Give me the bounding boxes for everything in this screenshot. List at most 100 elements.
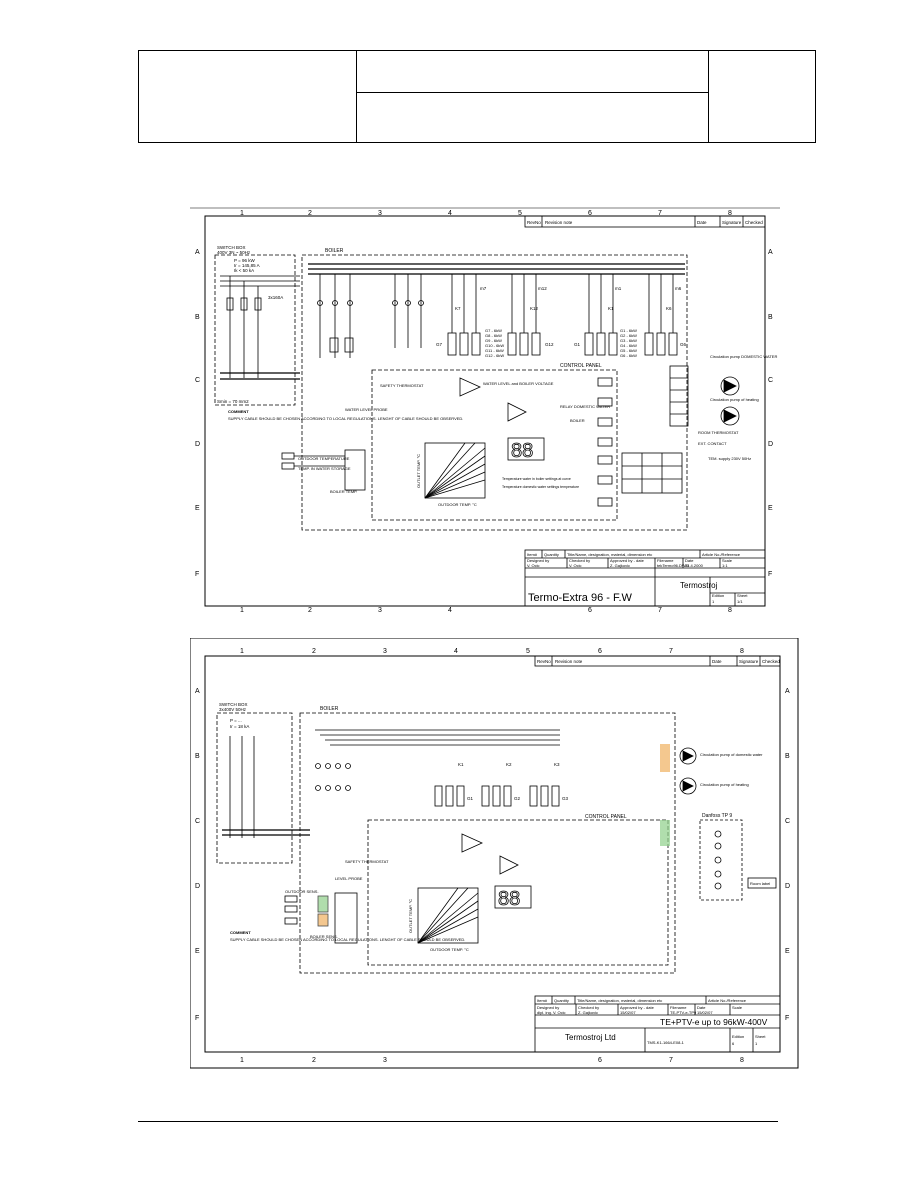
- col-marker: 5: [518, 210, 522, 217]
- contactor-m6: m6: [675, 286, 682, 291]
- tb-article-label: Article No./Reference: [702, 552, 741, 557]
- switch-box-power: P = 96 kW: [234, 258, 256, 263]
- heater-item: G4 - 6kW: [620, 343, 637, 348]
- tb-sheet-label: Sheet: [737, 593, 748, 598]
- tb-sheet-value: 1: [755, 1041, 758, 1046]
- danfoss-box: [699, 819, 743, 901]
- label-pump-heating: Circulation pump of heating: [700, 782, 749, 787]
- heater-item: G8 - 6kW: [485, 333, 502, 338]
- sensor-inputs: [281, 449, 366, 491]
- label-safety-thermostat: SAFETY THERMOSTAT: [345, 859, 389, 864]
- comparator-symbol: [499, 855, 519, 875]
- header-cell-left: [139, 51, 357, 142]
- sheet1-col-markers-bottom: 1 2 3 4 6 7 8: [240, 607, 732, 614]
- sheet1-frame: [204, 215, 766, 607]
- row-marker: A: [195, 688, 200, 695]
- heater-item: G6 - 6kW: [620, 353, 637, 358]
- heater-bank-g1: [434, 785, 465, 807]
- tb-approved-value: 15/02/07: [620, 1010, 636, 1015]
- contactor-label: K2: [506, 762, 512, 767]
- tb-date-value: 15/02/07: [697, 1010, 713, 1015]
- label-water-storage-temp: TEMP. IN WATER STORAGE: [298, 466, 351, 471]
- col-marker: 3: [378, 607, 382, 614]
- tb-company: Termostroj Ltd: [565, 1033, 616, 1042]
- col-marker: 5: [526, 648, 530, 655]
- setting-label-domestic: Temperature domestic water settings temp…: [502, 485, 579, 489]
- rev-no-label: RevNo: [537, 659, 551, 664]
- rev-note-label: Revision note: [545, 220, 573, 225]
- circulation-pump-domestic: [679, 747, 697, 765]
- comparator-symbol: [507, 402, 527, 422]
- heater-item: G3 - 6kW: [620, 338, 637, 343]
- label-room-thermostat: ROOM THERMOSTAT: [698, 430, 739, 435]
- tb-article-label: Article No./Reference: [708, 998, 747, 1003]
- tb-item-label: Item#: [527, 552, 538, 557]
- highlight-green: [660, 820, 670, 846]
- tb-designed-label: Designed by: [537, 1005, 559, 1010]
- heater-item: G12 - 6kW: [485, 353, 504, 358]
- row-marker: E: [768, 505, 773, 512]
- switch-box-fuse: 3x160A: [268, 295, 283, 300]
- tb-designed-value: V. Ocic: [527, 563, 540, 568]
- tb-checked-value: V. Ocic: [569, 563, 582, 568]
- col-marker: 4: [448, 607, 452, 614]
- heater-item: G10 - 6kW: [485, 343, 504, 348]
- contactor-k6: K6: [666, 306, 672, 311]
- switch-box-current: Ir = 145,85 A: [234, 263, 260, 268]
- breaker-group-left: [317, 274, 354, 358]
- tb-date-value: 24.4.2000: [685, 563, 704, 568]
- label-water-level: WATER LEVEL and BOILER VOLTAGE: [483, 381, 554, 386]
- switch-box: [216, 712, 293, 864]
- sheet1-revision-header: RevNo Revision note Date Signature Check…: [524, 215, 766, 228]
- col-marker: 7: [669, 648, 673, 655]
- row-marker: E: [195, 948, 200, 955]
- heating-curve-graph: [417, 887, 479, 944]
- amplifier-symbol: [461, 833, 483, 853]
- col-marker: 7: [658, 210, 662, 217]
- switch-box-wiring: [222, 736, 310, 838]
- rev-signature-label: Signature: [722, 220, 742, 225]
- col-marker: 2: [308, 607, 312, 614]
- tb-designed-label: Designed by: [527, 558, 549, 563]
- tb-quantity-label: Quantity: [544, 552, 559, 557]
- contactor-m1: m1: [615, 286, 622, 291]
- label-tem-supply: TEM. supply 230V 50Hz: [708, 456, 751, 461]
- contactor-m7: m7: [480, 286, 487, 291]
- busbars: [308, 263, 685, 275]
- sheet2-title-block: [534, 995, 781, 1053]
- control-panel-label: CONTROL PANEL: [560, 363, 602, 369]
- tb-drawing-title: TE+PTV-e up to 96kW-400V: [660, 1017, 768, 1027]
- row-marker: E: [195, 505, 200, 512]
- room-label-box: [747, 877, 777, 889]
- graph-axis-labels: OUTDOOR TEMP. °C OUTLET TEMP. °C: [416, 454, 477, 507]
- graph-y-axis-label: OUTLET TEMP. °C: [408, 899, 413, 933]
- header-cell-divider: [356, 92, 708, 93]
- rev-checked-label: Checked: [762, 659, 780, 664]
- relay-blocks: [597, 377, 613, 507]
- tb-date-label: Date: [697, 1005, 706, 1010]
- tb-edition-value: 1: [712, 599, 715, 604]
- switch-box-current: Ir = 18 kA: [230, 724, 249, 729]
- row-marker: C: [768, 377, 773, 384]
- row-marker: D: [195, 883, 200, 890]
- setting-labels: Temperature water in boiler settings at …: [502, 477, 579, 489]
- col-marker: 6: [598, 1057, 602, 1064]
- heater-list-right: G1 - 6kW G2 - 6kW G3 - 6kW G4 - 6kW G5 -…: [620, 328, 637, 358]
- col-marker: 7: [669, 1057, 673, 1064]
- switch-box-title: SWITCH BOX: [217, 245, 246, 250]
- terminal-block: [669, 365, 689, 427]
- label-boiler-sens: BOILER SENS.: [310, 934, 338, 939]
- heater-bank-g3: [529, 785, 560, 807]
- tb-edition-label: Edition: [732, 1034, 744, 1039]
- tb-item-label: Item#: [537, 998, 548, 1003]
- relay-output-grid: [621, 452, 683, 494]
- page-footer-rule: [138, 1121, 778, 1122]
- row-marker: A: [785, 688, 790, 695]
- contactor-label: K3: [554, 762, 560, 767]
- setting-label-boiler: Temperature water in boiler settings at …: [502, 477, 571, 481]
- right-labels: Circulation pump DOMESTIC WATER Circulat…: [698, 354, 777, 461]
- col-marker: 3: [378, 210, 382, 217]
- contactor-m12: m12: [538, 286, 547, 291]
- heater-bank-g2: [481, 785, 512, 807]
- heater-group-label: G12: [545, 342, 554, 347]
